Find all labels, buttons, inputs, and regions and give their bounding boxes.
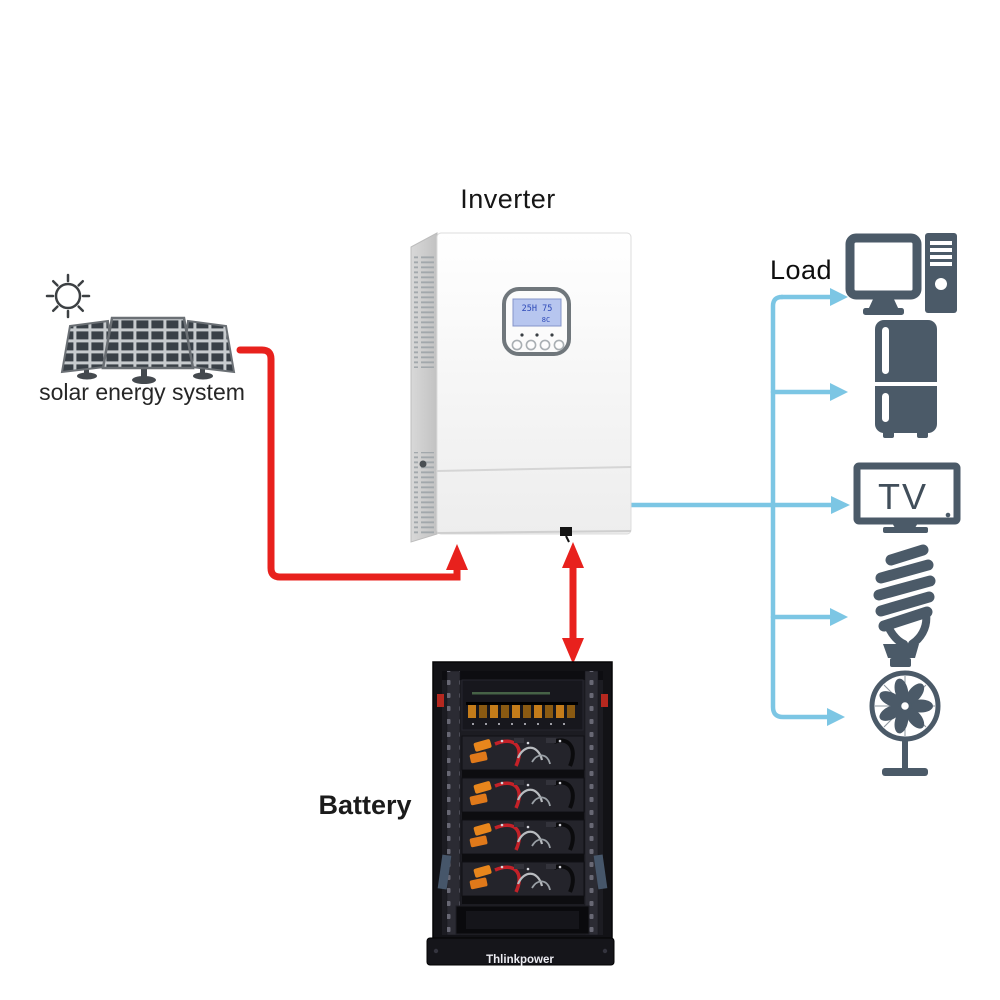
arrow-right-icon [830, 383, 848, 401]
arrow-right-icon [830, 288, 848, 306]
status-led [520, 333, 524, 337]
display-button [553, 339, 565, 351]
display-button [539, 339, 551, 351]
battery-module [460, 860, 586, 906]
tv-screen-label: TV [878, 476, 928, 517]
battery-module [460, 734, 586, 780]
status-led [535, 333, 539, 337]
arrow-right-icon [831, 496, 850, 514]
fan-icon [869, 670, 941, 776]
inverter-battery-arrow [562, 542, 584, 664]
busbar-panel [461, 679, 584, 731]
load-label: Load [770, 255, 833, 285]
arrow-right-icon [827, 708, 845, 726]
display-buttons [511, 339, 565, 351]
battery-brand-label: Thlinkpower [486, 954, 554, 966]
status-led [550, 333, 554, 337]
battery-modules [460, 734, 586, 906]
load-arrowheads [827, 288, 850, 726]
brand-logo-icon [419, 460, 427, 468]
arrow-down-icon [562, 638, 584, 664]
load-distribution-lines [628, 294, 836, 720]
inverter-display: 25H 75 8C [502, 287, 571, 356]
tv-icon: TV [853, 462, 961, 533]
pv-to-inverter-line [236, 346, 468, 581]
arrow-up-icon [562, 542, 584, 568]
rack-clamp [437, 854, 452, 890]
battery-label: Battery [318, 790, 412, 820]
battery-rack-image: Thlinkpower [426, 661, 615, 966]
rack-clamp [593, 854, 608, 890]
refrigerator-icon [873, 320, 939, 438]
arrow-right-icon [830, 608, 848, 626]
arrow-up-icon [446, 544, 468, 570]
computer-icon [845, 233, 957, 315]
solar-panels-icon [60, 316, 236, 384]
cfl-bulb-icon [873, 544, 936, 667]
connector-icon [560, 527, 572, 536]
inverter-image: 25H 75 8C [410, 232, 632, 543]
rack-latch [437, 694, 444, 707]
rack-latch [601, 694, 608, 707]
lcd-bottom-row: 8C [542, 316, 550, 324]
battery-module [460, 776, 586, 822]
sun-icon [45, 273, 91, 319]
rack-base: Thlinkpower [426, 937, 615, 966]
battery-module [460, 818, 586, 864]
lcd-screen [512, 298, 562, 327]
lcd-top-row: 25H 75 [522, 304, 553, 314]
display-button [511, 339, 523, 351]
rack-rails [446, 670, 599, 936]
solar-system-label: solar energy system [39, 379, 245, 405]
inverter-label: Inverter [460, 184, 556, 214]
display-button [525, 339, 537, 351]
